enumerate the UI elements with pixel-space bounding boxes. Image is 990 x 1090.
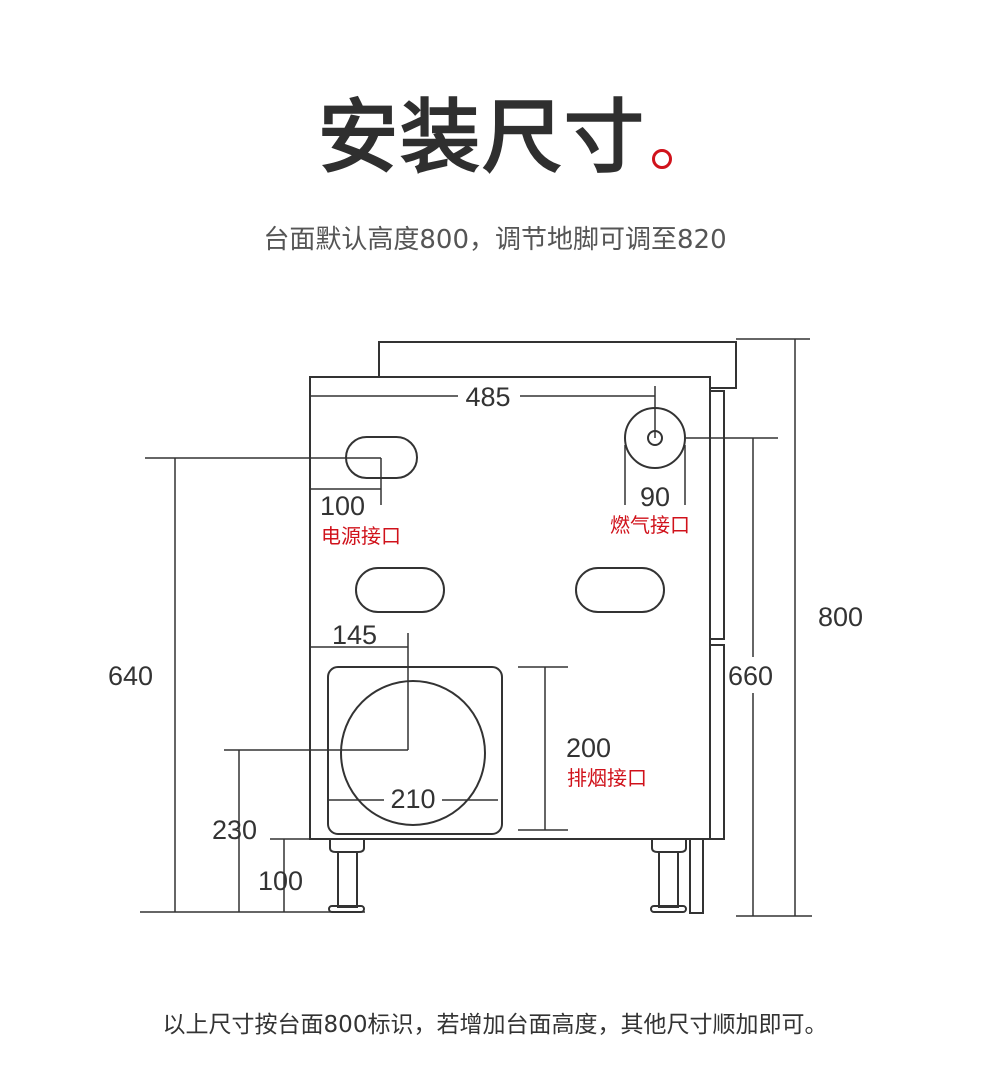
label-gas: 燃气接口 (610, 513, 690, 537)
side-door-lower (709, 644, 725, 840)
middle-slot-right (575, 567, 665, 613)
right-leg-post (658, 851, 679, 908)
page-subtitle: 台面默认高度800，调节地脚可调至820 (263, 225, 727, 255)
dim-gas-height: 660 (728, 661, 773, 691)
footer-note: 以上尺寸按台面800标识，若增加台面高度，其他尺寸顺加即可。 (162, 1012, 828, 1038)
title-dot-icon (652, 149, 672, 169)
dim-gas-diameter: 90 (640, 482, 670, 512)
left-leg-foot (328, 905, 365, 913)
page-title: 安装尺寸 (0, 88, 990, 188)
dim-top-width: 485 (465, 382, 510, 412)
label-exhaust: 排烟接口 (567, 766, 647, 790)
label-power: 电源接口 (321, 524, 401, 548)
dim-exhaust-base-height: 230 (212, 815, 257, 845)
side-panel-base (689, 838, 704, 914)
right-leg-top (651, 839, 687, 853)
dim-total-height: 800 (818, 602, 863, 632)
dim-leg-height: 100 (258, 866, 303, 896)
left-leg-post (337, 851, 358, 908)
dim-power-height: 640 (108, 661, 153, 691)
cabinet-body (309, 376, 711, 840)
right-leg-foot (650, 905, 687, 913)
dim-exhaust-width: 210 (390, 784, 435, 814)
left-leg-top (329, 839, 365, 853)
dim-exhaust-height: 200 (566, 733, 611, 763)
side-door-upper (709, 390, 725, 640)
middle-slot-left (355, 567, 445, 613)
dim-power-offset: 100 (320, 491, 365, 521)
dim-exhaust-offset: 145 (332, 620, 377, 650)
exhaust-circle (340, 680, 486, 826)
page-title-text: 安装尺寸 (318, 91, 646, 184)
